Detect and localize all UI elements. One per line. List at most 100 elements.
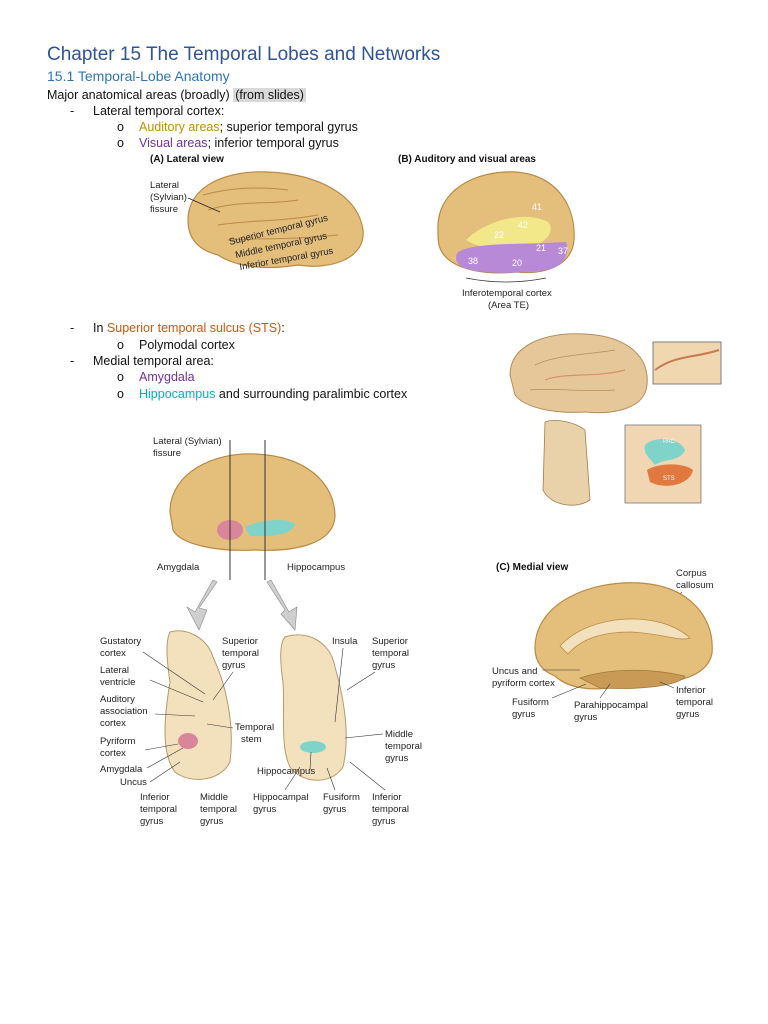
left-inferior-1: Inferior [140, 792, 170, 803]
left-inferior-3: gyrus [140, 816, 163, 827]
gustatory-label: Gustatory [100, 636, 141, 647]
auditory-assoc-2: association [100, 706, 148, 717]
figure-lateral-view: (A) Lateral view Lateral (Sylvian) fissu… [150, 154, 364, 273]
visual-rest: ; inferior temporal gyrus [207, 136, 339, 150]
auditory-assoc-1: Auditory [100, 694, 135, 705]
amygdala-section-label: Amygdala [100, 764, 143, 775]
figure-sts: PAC STS [509, 333, 722, 506]
corpus-label-2: callosum [676, 580, 714, 591]
left-middle-2: temporal [200, 804, 237, 815]
left-superior-2: temporal [222, 648, 259, 659]
auditory-yellow-area [466, 216, 551, 250]
insula-label: Insula [332, 636, 358, 647]
hippocampus-term: Hippocampus [139, 387, 216, 401]
medial-inferior-1: Inferior [676, 685, 706, 696]
hippocampus-item: Hippocampus and surrounding paralimbic c… [139, 386, 407, 402]
intro-text: Major anatomical areas (broadly) [47, 88, 230, 102]
right-middle-2: temporal [385, 741, 422, 752]
left-middle-1: Middle [200, 792, 228, 803]
dash-sts: - [70, 321, 75, 335]
fusiform-label-2: gyrus [512, 709, 535, 720]
sts-coronal-inset [624, 424, 702, 504]
figure-medial-temporal: Lateral (Sylvian) fissure Amygdala Hippo… [100, 436, 422, 827]
hippocampal-gyrus-1: Hippocampal [253, 792, 308, 803]
area-42: 42 [518, 220, 528, 230]
hippocampus-rest: and surrounding paralimbic cortex [215, 387, 408, 401]
area-21: 21 [536, 243, 546, 253]
sts-inset [652, 341, 722, 385]
temporal-stem-2: stem [241, 734, 262, 745]
sts-term: Superior temporal sulcus (STS) [106, 321, 282, 335]
bullet-auditory: o [117, 120, 124, 134]
chapter-title: Chapter 15 The Temporal Lobes and Networ… [47, 44, 441, 65]
uncus-label-2: pyriform cortex [492, 678, 555, 689]
left-inferior-2: temporal [140, 804, 177, 815]
uncus-label-1: Uncus and [492, 666, 537, 677]
right-hippocampus-label: Hippocampus [257, 766, 315, 777]
hippocampus-shape [245, 520, 295, 537]
right-section [280, 634, 347, 781]
inferotemporal-caption: Inferotemporal cortex [462, 288, 552, 299]
bullet-visual: o [117, 136, 124, 150]
parahippocampal-label-2: gyrus [574, 712, 597, 723]
right-inferior-2: temporal [372, 804, 409, 815]
corpus-label-1: Corpus [676, 568, 707, 579]
lateral-label: Lateral temporal cortex: [93, 104, 225, 118]
left-superior-1: Superior [222, 636, 258, 647]
figure-medial-view: (C) Medial view Corpus callosum Uncus an… [492, 562, 714, 723]
medial-brain [534, 582, 713, 690]
bullet-amygdala: o [117, 370, 124, 384]
auditory-item: Auditory areas; superior temporal gyrus [139, 119, 358, 135]
bullet-hippocampus: o [117, 387, 124, 401]
amygdala-item: Amygdala [139, 370, 195, 384]
area-37: 37 [558, 246, 568, 256]
fusiform-gyrus-1: Fusiform [323, 792, 360, 803]
right-superior-2: temporal [372, 648, 409, 659]
visual-term: Visual areas [139, 136, 208, 150]
dash-medial: - [70, 354, 75, 368]
fusiform-label-1: Fusiform [512, 697, 549, 708]
right-middle-3: gyrus [385, 753, 408, 764]
medial-label: Medial temporal area: [93, 354, 214, 368]
hippocampal-gyrus-2: gyrus [253, 804, 276, 815]
temporal-stem-1: Temporal [235, 722, 274, 733]
amygdala-label: Amygdala [157, 562, 200, 573]
auditory-assoc-3: cortex [100, 718, 126, 729]
left-superior-3: gyrus [222, 660, 245, 671]
sts-label: STS [663, 476, 675, 482]
parahippocampal-label-1: Parahippocampal [574, 700, 648, 711]
polymodal-item: Polymodal cortex [139, 338, 235, 352]
area-41: 41 [532, 202, 542, 212]
right-superior-3: gyrus [372, 660, 395, 671]
right-middle-1: Middle [385, 729, 413, 740]
area-20: 20 [512, 258, 522, 268]
sts-line: In Superior temporal sulcus (STS): [93, 320, 285, 336]
auditory-term: Auditory areas [139, 120, 220, 134]
dash-lateral: - [70, 104, 75, 118]
right-superior-1: Superior [372, 636, 408, 647]
sts-prefix: In [93, 321, 107, 335]
sts-suffix: : [281, 321, 285, 335]
right-inferior-1: Inferior [372, 792, 402, 803]
fissure-label-1: Lateral [150, 180, 179, 191]
figure-b-title: (B) Auditory and visual areas [398, 154, 536, 165]
corpus-callosum-shape [559, 618, 691, 655]
uncus-label: Uncus [120, 777, 147, 788]
section-title: 15.1 Temporal-Lobe Anatomy [47, 68, 230, 84]
sts-coronal [542, 420, 591, 506]
figure-c-title: (C) Medial view [496, 562, 568, 573]
figure-a-title: (A) Lateral view [150, 154, 224, 165]
fusiform-gyrus-2: gyrus [323, 804, 346, 815]
lateral-sulci [202, 187, 339, 241]
visual-item: Visual areas; inferior temporal gyrus [139, 135, 339, 151]
intro-line: Major anatomical areas (broadly) (from s… [47, 87, 306, 103]
left-middle-3: gyrus [200, 816, 223, 827]
fissure-label-2: (Sylvian) [150, 192, 187, 203]
sylvian-label-1: Lateral (Sylvian) [153, 436, 222, 447]
fissure-label-3: fissure [150, 204, 178, 215]
pyriform-2: cortex [100, 748, 126, 759]
figure-auditory-visual: (B) Auditory and visual areas 41 42 22 2… [398, 154, 575, 311]
area-22: 22 [494, 230, 504, 240]
medial-inferior-3: gyrus [676, 709, 699, 720]
intro-highlight: (from slides) [233, 88, 306, 102]
